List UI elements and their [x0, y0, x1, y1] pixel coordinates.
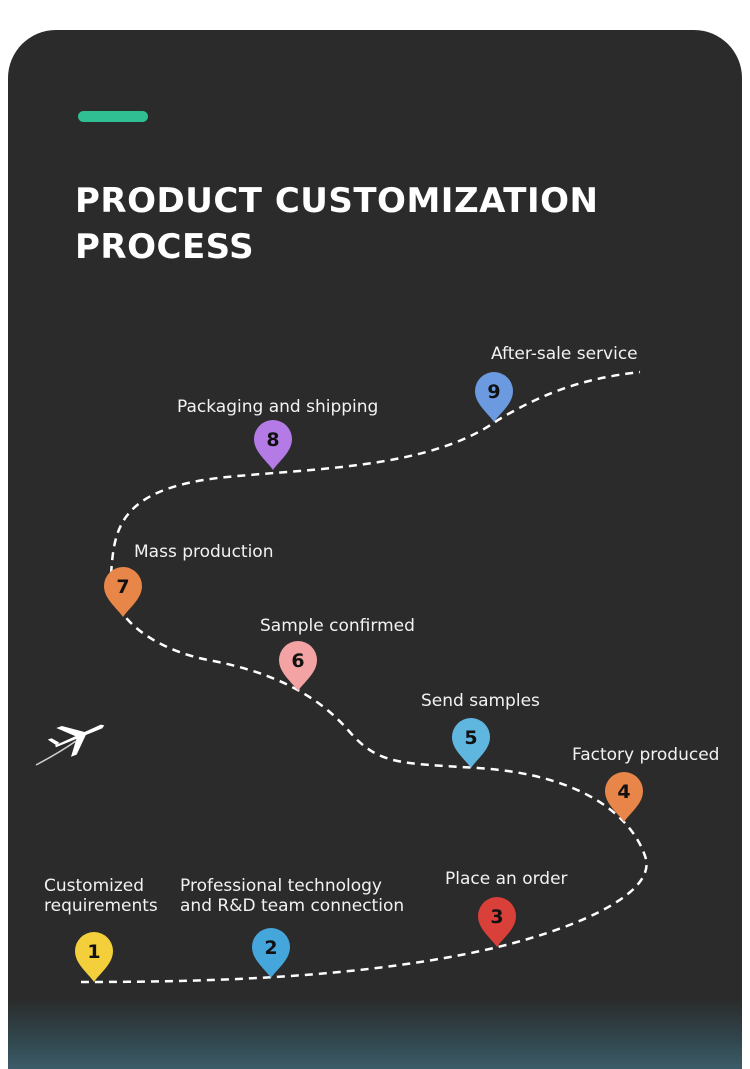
page-title: PRODUCT CUSTOMIZATION PROCESS — [75, 181, 599, 267]
step-number: 6 — [291, 650, 304, 672]
location-pin-icon — [475, 372, 513, 422]
step-label-4: Factory produced — [572, 745, 720, 765]
location-pin-icon — [254, 420, 292, 470]
airplane-icon — [47, 724, 105, 757]
step-label-9: After-sale service — [491, 344, 638, 364]
step-pin-4: 4 — [605, 772, 643, 822]
airplane-trail — [35, 740, 77, 766]
location-pin-icon — [279, 641, 317, 691]
step-pin-7: 7 — [104, 567, 142, 617]
location-pin-icon — [252, 928, 290, 978]
step-pin-1: 1 — [75, 932, 113, 982]
location-pin-icon — [104, 567, 142, 617]
location-pin-icon — [605, 772, 643, 822]
step-label-1: Customized requirements — [44, 876, 158, 916]
step-number: 7 — [116, 576, 129, 598]
step-number: 3 — [490, 906, 503, 928]
bottom-glow — [8, 999, 742, 1069]
step-pin-2: 2 — [252, 928, 290, 978]
location-pin-icon — [452, 718, 490, 768]
step-number: 4 — [617, 781, 630, 803]
location-pin-icon — [75, 932, 113, 982]
step-number: 8 — [266, 429, 279, 451]
step-pin-6: 6 — [279, 641, 317, 691]
step-label-6: Sample confirmed — [260, 616, 415, 636]
step-pin-5: 5 — [452, 718, 490, 768]
step-pin-9: 9 — [475, 372, 513, 422]
step-pin-8: 8 — [254, 420, 292, 470]
step-number: 2 — [264, 937, 277, 959]
step-number: 1 — [87, 941, 100, 963]
step-label-8: Packaging and shipping — [177, 397, 379, 417]
step-label-2: Professional technology and R&D team con… — [180, 876, 405, 916]
step-number: 9 — [487, 381, 500, 403]
step-label-5: Send samples — [421, 691, 540, 711]
step-label-7: Mass production — [134, 542, 274, 562]
accent-bar — [78, 111, 148, 122]
process-road-diagram: 1 2 3 4 5 6 7 8 9 — [35, 370, 648, 984]
step-pin-3: 3 — [478, 897, 516, 947]
dashed-route — [80, 370, 648, 984]
step-label-3: Place an order — [445, 869, 568, 889]
location-pin-icon — [478, 897, 516, 947]
step-number: 5 — [464, 727, 477, 749]
